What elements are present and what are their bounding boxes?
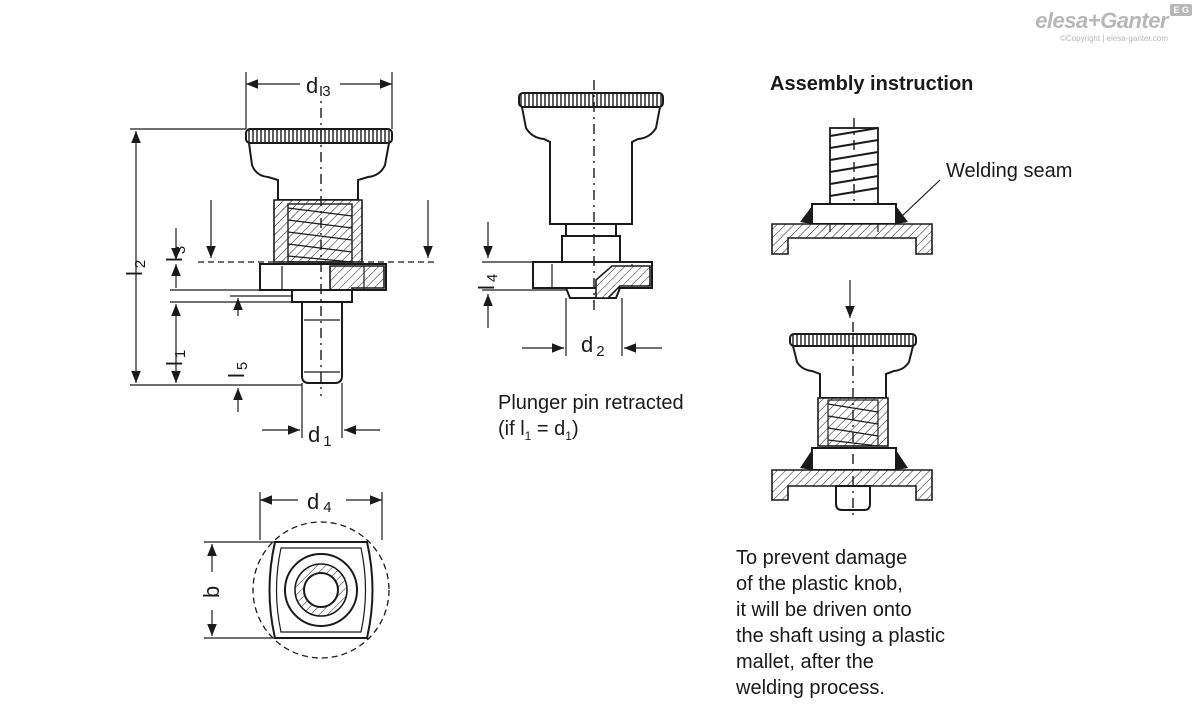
- plunger-pin: [301, 301, 343, 384]
- note-line: it will be driven onto: [736, 599, 912, 621]
- brand-badge: E G: [1170, 4, 1192, 16]
- note-line: the shaft using a plastic: [736, 625, 946, 647]
- assembly-step-1: [771, 118, 941, 255]
- retracted-caption: Plunger pin retracted (if l1 = d1): [498, 390, 684, 449]
- welding-seam-label: Welding seam: [946, 160, 1073, 182]
- assembly-title: Assembly instruction: [770, 73, 974, 95]
- dim-l5: l5: [224, 362, 251, 378]
- spring-coils: [287, 207, 353, 263]
- threaded-sleeve: [273, 199, 363, 263]
- retracted-caption-line2: (if l1 = d1): [498, 418, 579, 443]
- knob-body: [247, 142, 391, 201]
- note-line: of the plastic knob,: [736, 573, 903, 595]
- dim-l2: l2: [122, 260, 149, 276]
- knob-knurl: [245, 128, 393, 144]
- note-line: To prevent damage: [736, 547, 908, 569]
- retracted-caption-line1: Plunger pin retracted: [498, 392, 684, 414]
- assembly-note: To prevent damage of the plastic knob, i…: [736, 545, 945, 701]
- dim-l1: l1: [162, 350, 189, 366]
- copyright-text: ©Copyright | elesa-ganter.com: [1059, 34, 1168, 43]
- collar: [291, 289, 353, 303]
- brand-logo: elesa+Ganter ©Copyright | elesa-ganter.c…: [1035, 4, 1192, 43]
- dim-b: b: [199, 586, 224, 598]
- brand-wordmark: elesa+Ganter: [1035, 8, 1168, 33]
- note-line: welding process.: [736, 677, 885, 699]
- note-line: mallet, after the: [736, 651, 874, 673]
- dim-l3: l3: [162, 246, 189, 262]
- assembly-step-2: [771, 322, 933, 516]
- dim-l4: l4: [474, 274, 501, 290]
